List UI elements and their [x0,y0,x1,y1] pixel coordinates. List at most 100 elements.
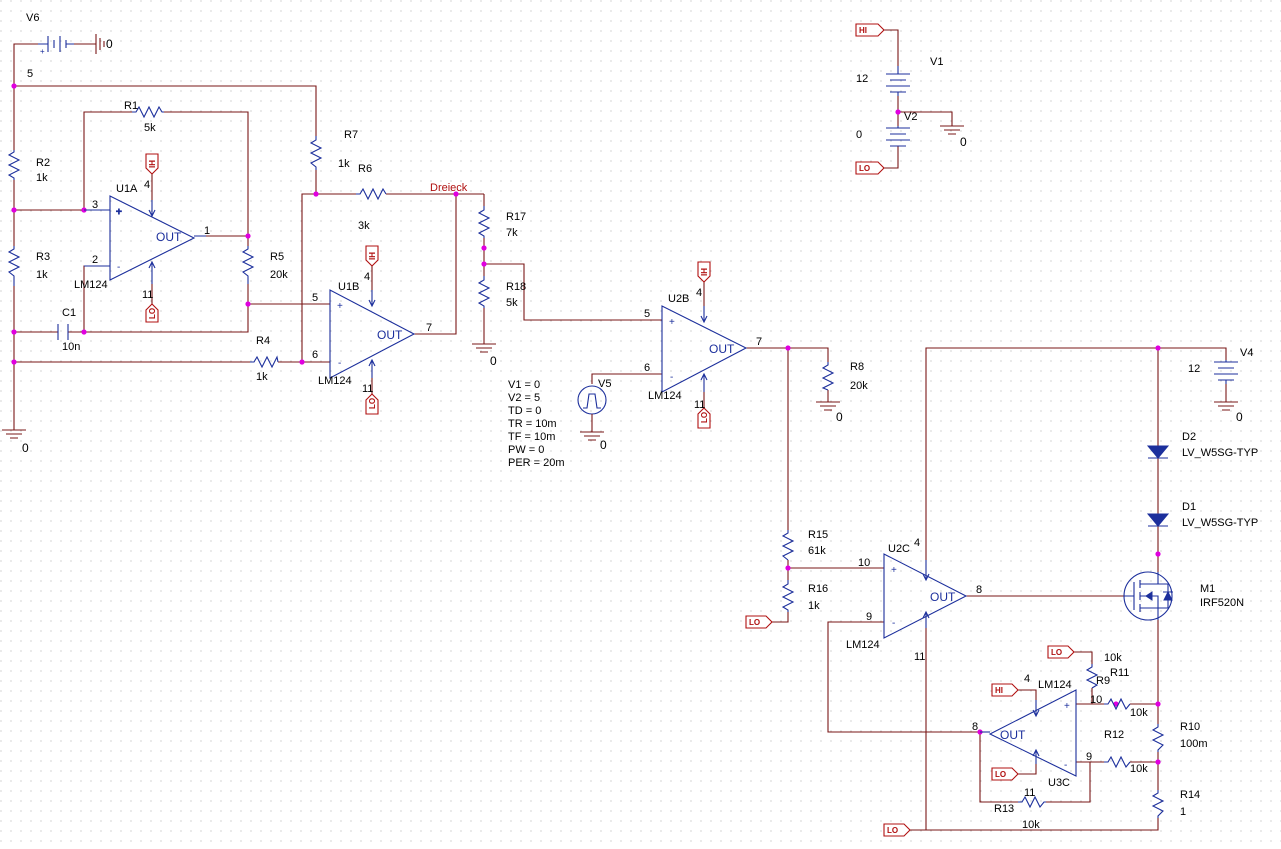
svg-text:10n: 10n [62,341,80,353]
battery-V1 [886,66,910,96]
resistor-R4 [250,355,279,369]
resistor-R14 [1151,790,1165,818]
svg-text:7k: 7k [506,227,518,239]
svg-text:0: 0 [960,135,967,149]
svg-text:R1: R1 [124,100,138,112]
resistor-R18 [477,276,491,308]
ground-symbols [2,34,1238,441]
resistor-R16 [781,580,795,612]
svg-text:5: 5 [644,308,650,320]
led-D2 [1146,445,1170,459]
svg-text:OUT: OUT [709,342,735,356]
svg-text:10k: 10k [1022,819,1040,831]
svg-text:R10: R10 [1180,721,1200,733]
opamp-U1A: + - OUT [84,195,206,284]
svg-text:12: 12 [1188,363,1200,375]
svg-text:R9: R9 [1096,675,1110,687]
svg-text:5: 5 [312,292,318,304]
svg-text:7: 7 [426,322,432,334]
svg-text:R13: R13 [994,803,1014,815]
svg-text:-: - [670,372,673,383]
svg-text:LM124: LM124 [318,375,352,387]
svg-text:4: 4 [696,287,702,299]
svg-text:10k: 10k [1130,763,1148,775]
svg-text:R16: R16 [808,583,828,595]
resistor-R12 [1104,755,1131,769]
svg-text:0: 0 [22,441,29,455]
svg-text:11: 11 [694,399,705,411]
svg-text:TF = 10m: TF = 10m [508,431,555,443]
svg-text:12: 12 [856,73,868,85]
svg-text:LO: LO [887,826,898,835]
svg-text:100m: 100m [1180,738,1208,750]
svg-text:LO: LO [368,398,377,409]
svg-text:OUT: OUT [156,230,182,244]
port-hi-u1a: HI [145,153,159,175]
svg-text:U2B: U2B [668,293,689,305]
resistor-R8 [821,362,835,391]
battery-V4 [1214,360,1238,384]
resistors [7,105,1165,818]
svg-text:R11: R11 [1110,667,1129,679]
resistor-R10 [1151,724,1165,752]
led-D1 [1146,513,1170,527]
port-lo-u3c: LO [991,767,1019,781]
port-lo-u1a: LO [145,303,159,323]
svg-text:D2: D2 [1182,431,1196,443]
svg-text:R3: R3 [36,251,50,263]
svg-text:4: 4 [914,537,920,549]
mosfet-M1 [1123,571,1173,621]
capacitor-C1 [57,324,69,340]
svg-text:1k: 1k [256,371,268,383]
svg-text:3: 3 [92,199,98,211]
svg-text:5k: 5k [506,297,518,309]
svg-text:PER = 20m: PER = 20m [508,457,565,469]
svg-text:R8: R8 [850,361,864,373]
svg-text:+: + [891,565,897,576]
svg-text:3k: 3k [358,220,370,232]
labels: V6 5 0 R1 5k R2 1k R3 1k R5 20k C1 10n R… [22,12,1258,831]
svg-text:R4: R4 [256,335,270,347]
svg-text:R12: R12 [1104,729,1124,741]
svg-text:11: 11 [1024,787,1035,799]
svg-text:TD = 0: TD = 0 [508,405,541,417]
svg-text:9: 9 [1086,751,1092,763]
port-lo-bottom: LO [883,823,911,837]
svg-text:C1: C1 [62,307,76,319]
svg-text:-: - [117,262,120,273]
svg-text:+: + [40,47,45,56]
svg-text:10: 10 [858,557,870,569]
resistor-R13 [1018,795,1046,809]
svg-text:R2: R2 [36,157,50,169]
svg-text:1k: 1k [36,172,48,184]
opamp-U1B: + - OUT [329,289,416,379]
svg-text:R18: R18 [506,281,526,293]
battery-V6: + [38,36,74,56]
svg-text:OUT: OUT [377,328,403,342]
svg-text:4: 4 [364,271,370,283]
svg-text:R5: R5 [270,251,284,263]
resistor-R9 [1085,664,1099,689]
svg-text:6: 6 [312,349,318,361]
svg-text:4: 4 [1024,673,1030,685]
opamp-U3C: + - OUT [980,689,1077,777]
svg-text:R6: R6 [358,163,372,175]
port-symbols: HI LO HI LO HI LO HI LO LO LO LO HI LO [145,23,1075,837]
svg-text:0: 0 [1236,410,1243,424]
svg-text:R15: R15 [808,529,828,541]
svg-text:7: 7 [756,336,762,348]
svg-text:1: 1 [204,225,210,237]
svg-text:2: 2 [92,254,98,266]
resistor-R17 [477,206,491,238]
svg-text:LM124: LM124 [648,390,682,402]
port-hi-u3c: HI [991,683,1019,697]
svg-text:+: + [669,317,675,328]
svg-text:0: 0 [836,410,843,424]
svg-text:0: 0 [106,37,113,51]
port-hi-v1: HI [855,23,885,37]
svg-text:LO: LO [859,164,870,173]
svg-text:R14: R14 [1180,789,1200,801]
svg-text:+: + [1064,701,1070,712]
svg-text:LV_W5SG-TYP: LV_W5SG-TYP [1182,447,1258,459]
